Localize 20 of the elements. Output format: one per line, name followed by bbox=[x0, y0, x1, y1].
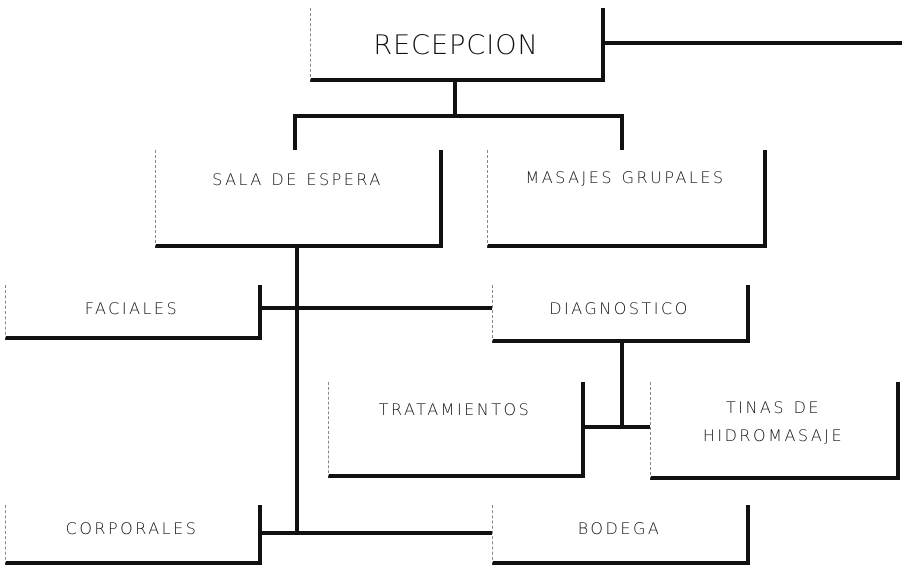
connector-line bbox=[295, 248, 492, 535]
room-label: FACIALES bbox=[84, 298, 180, 320]
room-label: BODEGA bbox=[578, 518, 662, 540]
room-label: CORPORALES bbox=[66, 518, 198, 540]
room-box bbox=[5, 285, 262, 340]
room-label: MASAJES GRUPALES bbox=[525, 167, 726, 189]
room-box bbox=[5, 505, 262, 565]
room-box bbox=[487, 150, 767, 248]
room-box bbox=[328, 382, 585, 478]
room-box bbox=[492, 285, 750, 343]
room-label: TINAS DE HIDROMASAJE bbox=[702, 397, 846, 447]
room-box bbox=[650, 382, 900, 480]
room-label: SALA DE ESPERA bbox=[212, 169, 383, 191]
room-box bbox=[310, 8, 605, 82]
room-label: TRATAMIENTOS bbox=[378, 399, 532, 421]
room-box bbox=[492, 505, 750, 565]
connector-line bbox=[605, 41, 902, 45]
room-label: DIAGNOSTICO bbox=[549, 298, 690, 320]
room-box bbox=[155, 150, 443, 248]
room-label: RECEPCION bbox=[373, 29, 539, 63]
